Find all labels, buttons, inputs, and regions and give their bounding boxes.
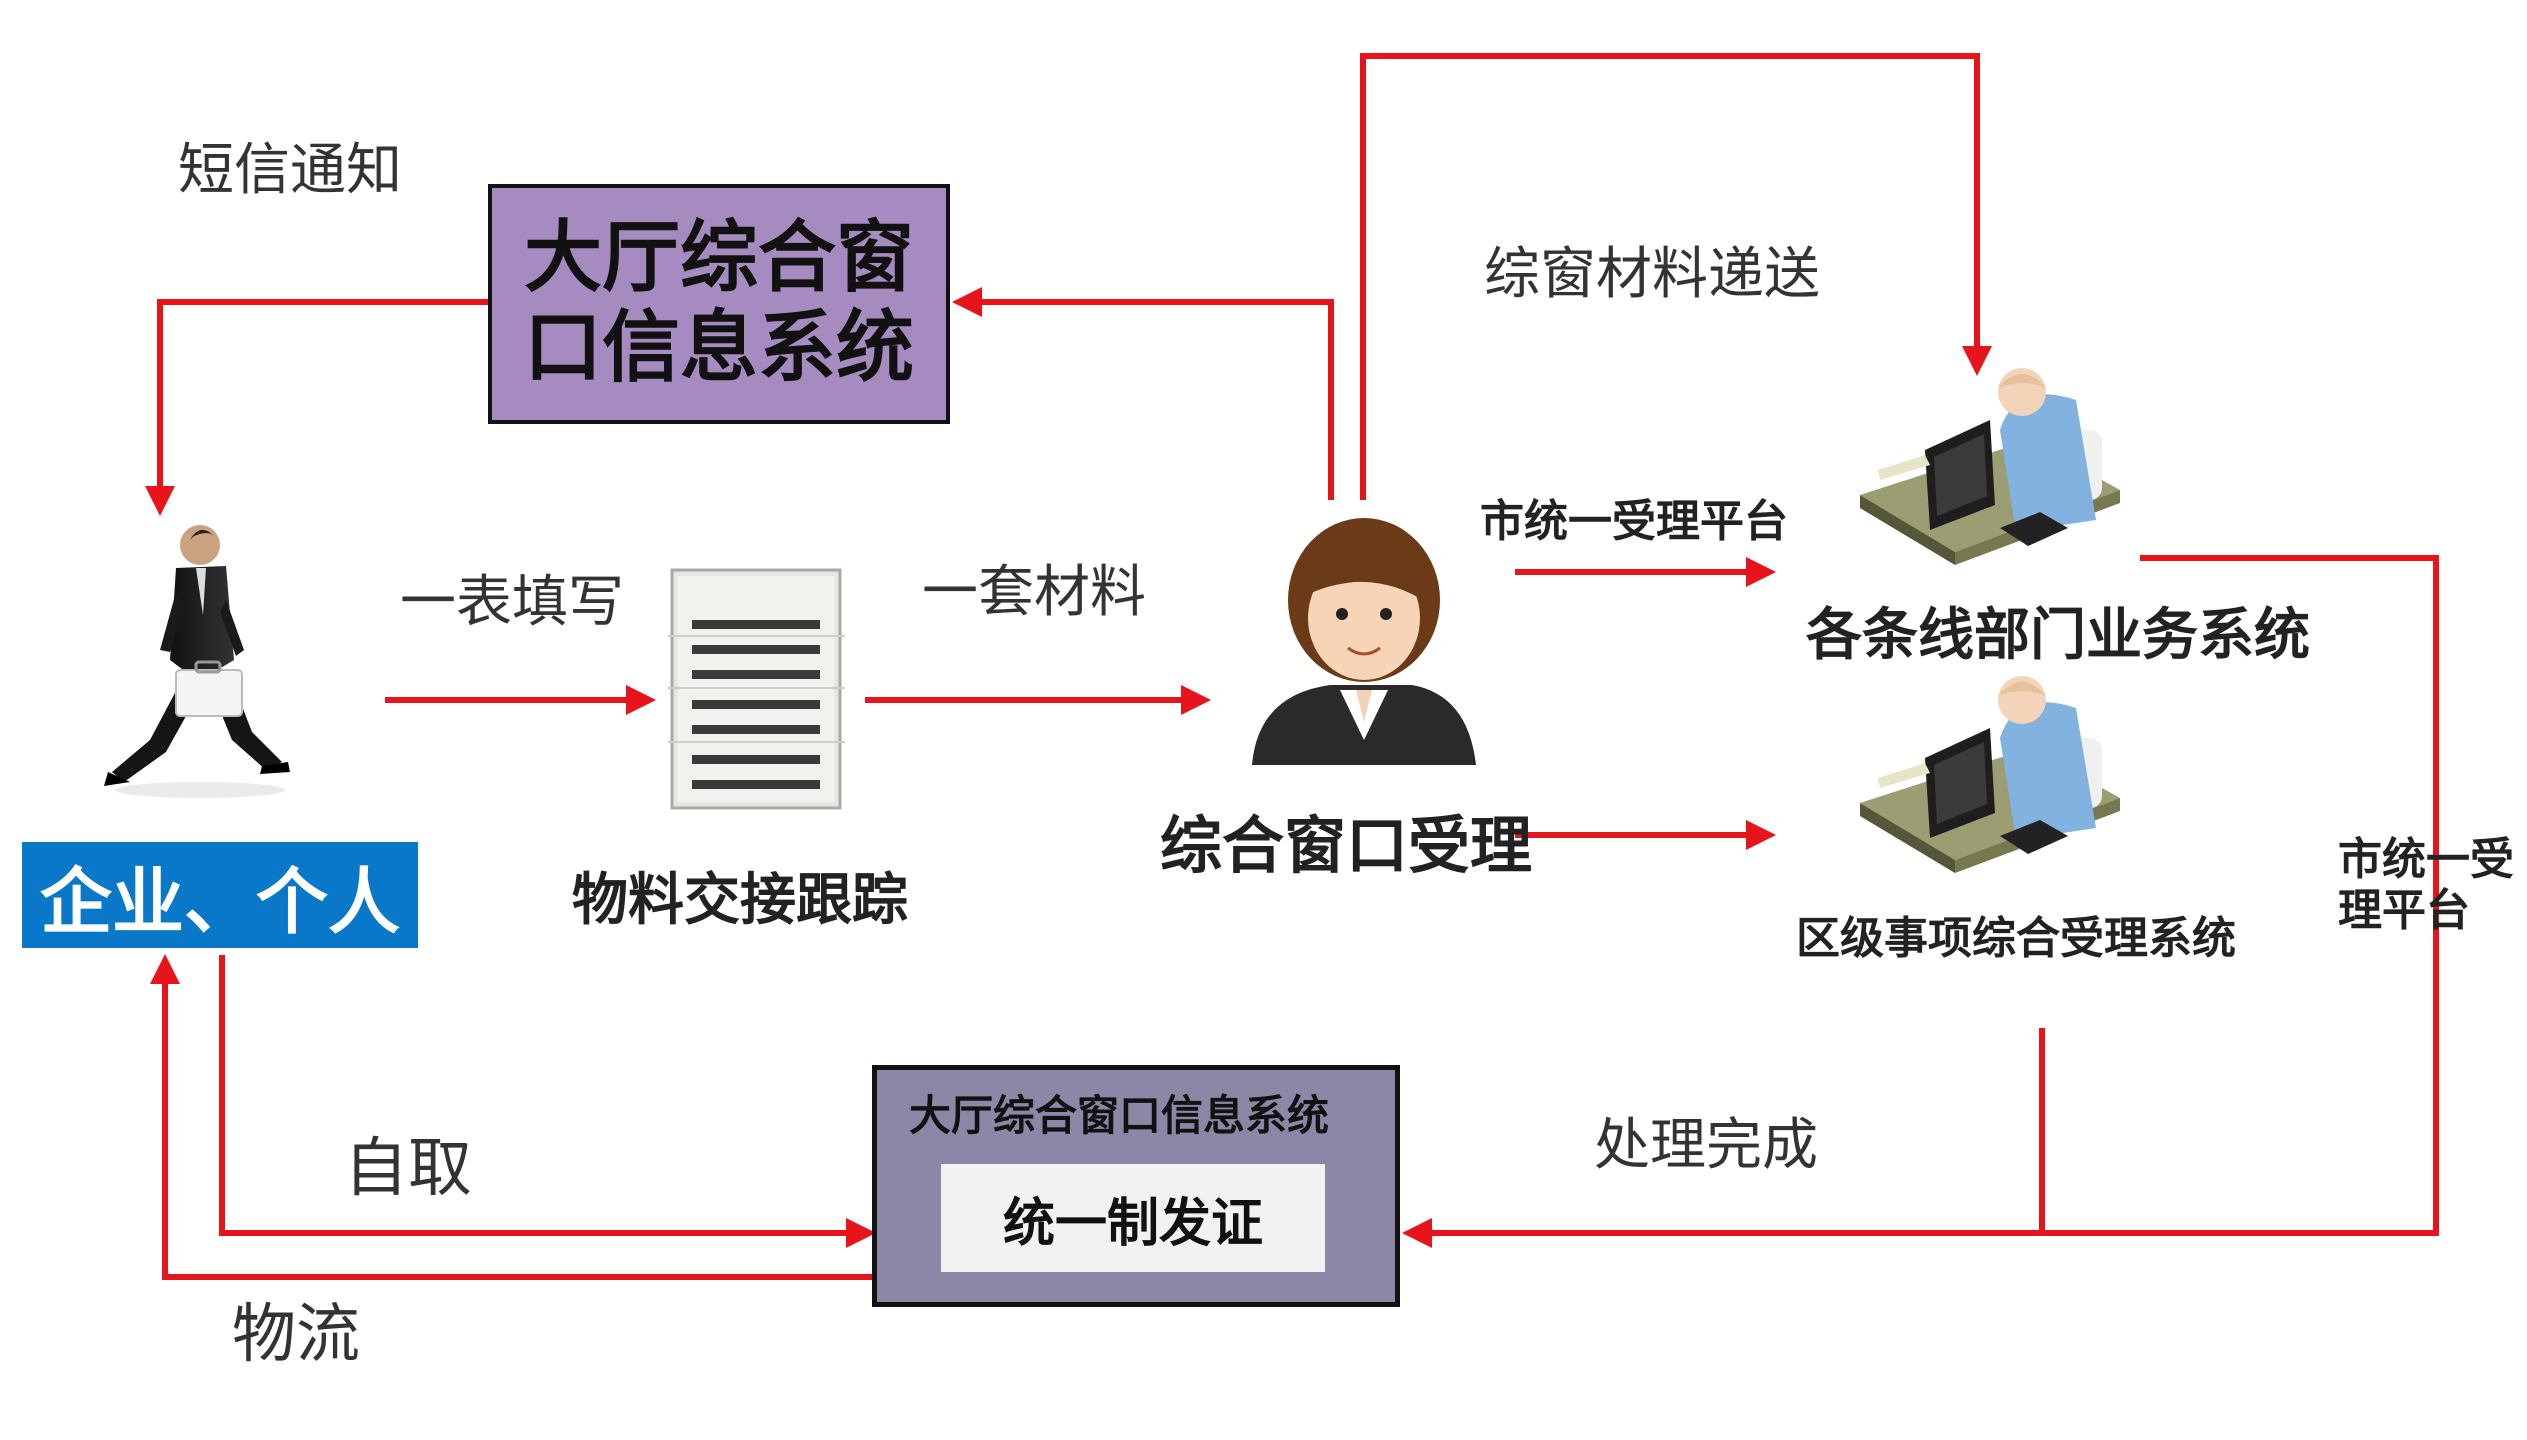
enterprise-individual-box: 企业、个人 bbox=[22, 842, 418, 948]
workstation-icon bbox=[1860, 676, 2120, 873]
document-stack-icon bbox=[668, 568, 845, 810]
arrow-cert-to-person bbox=[150, 954, 872, 1280]
material-delivery-label: 综窗材料递送 bbox=[1484, 242, 1820, 307]
arrow-clerk-to-line-dept bbox=[1360, 53, 1992, 500]
one-form-label: 一表填写 bbox=[400, 570, 624, 635]
logistics-label: 物流 bbox=[232, 1298, 360, 1372]
city-platform-label: 市统一受理平台 bbox=[1480, 496, 1788, 547]
window-accept-label: 综合窗口受理 bbox=[1160, 809, 1533, 882]
processing-done-label: 处理完成 bbox=[1594, 1113, 1818, 1178]
city-platform-side-label: 市统一受 理平台 bbox=[2338, 834, 2514, 936]
female-clerk-icon bbox=[1252, 518, 1476, 765]
district-system-label: 区级事项综合受理系统 bbox=[1796, 913, 2236, 964]
certificate-system-title: 大厅综合窗口信息系统 bbox=[909, 1091, 1330, 1140]
businessman-icon bbox=[104, 525, 290, 798]
enterprise-individual-label: 企业、个人 bbox=[39, 859, 400, 944]
unified-certificate-box: 统一制发证 bbox=[941, 1164, 1325, 1272]
one-set-materials-label: 一套材料 bbox=[922, 560, 1146, 625]
material-tracking-label: 物料交接跟踪 bbox=[572, 868, 908, 933]
hall-info-system-box: 大厅综合窗 口信息系统 bbox=[488, 184, 950, 424]
sms-notify-label: 短信通知 bbox=[178, 138, 402, 203]
arrow-clerk-to-hall-system bbox=[952, 287, 1334, 500]
arrow-hall-system-to-person bbox=[145, 299, 488, 516]
workstation-icon bbox=[1860, 368, 2120, 565]
self-pickup-label: 自取 bbox=[344, 1132, 472, 1206]
arrow-person-to-cert bbox=[219, 955, 876, 1248]
line-dept-system-label: 各条线部门业务系统 bbox=[1806, 603, 2310, 668]
arrow-line-dept-return bbox=[1402, 555, 2439, 1248]
certificate-system-box: 大厅综合窗口信息系统 统一制发证 bbox=[872, 1065, 1400, 1307]
unified-certificate-label: 统一制发证 bbox=[1002, 1193, 1263, 1254]
hall-info-system-label: 大厅综合窗 口信息系统 bbox=[523, 213, 914, 393]
